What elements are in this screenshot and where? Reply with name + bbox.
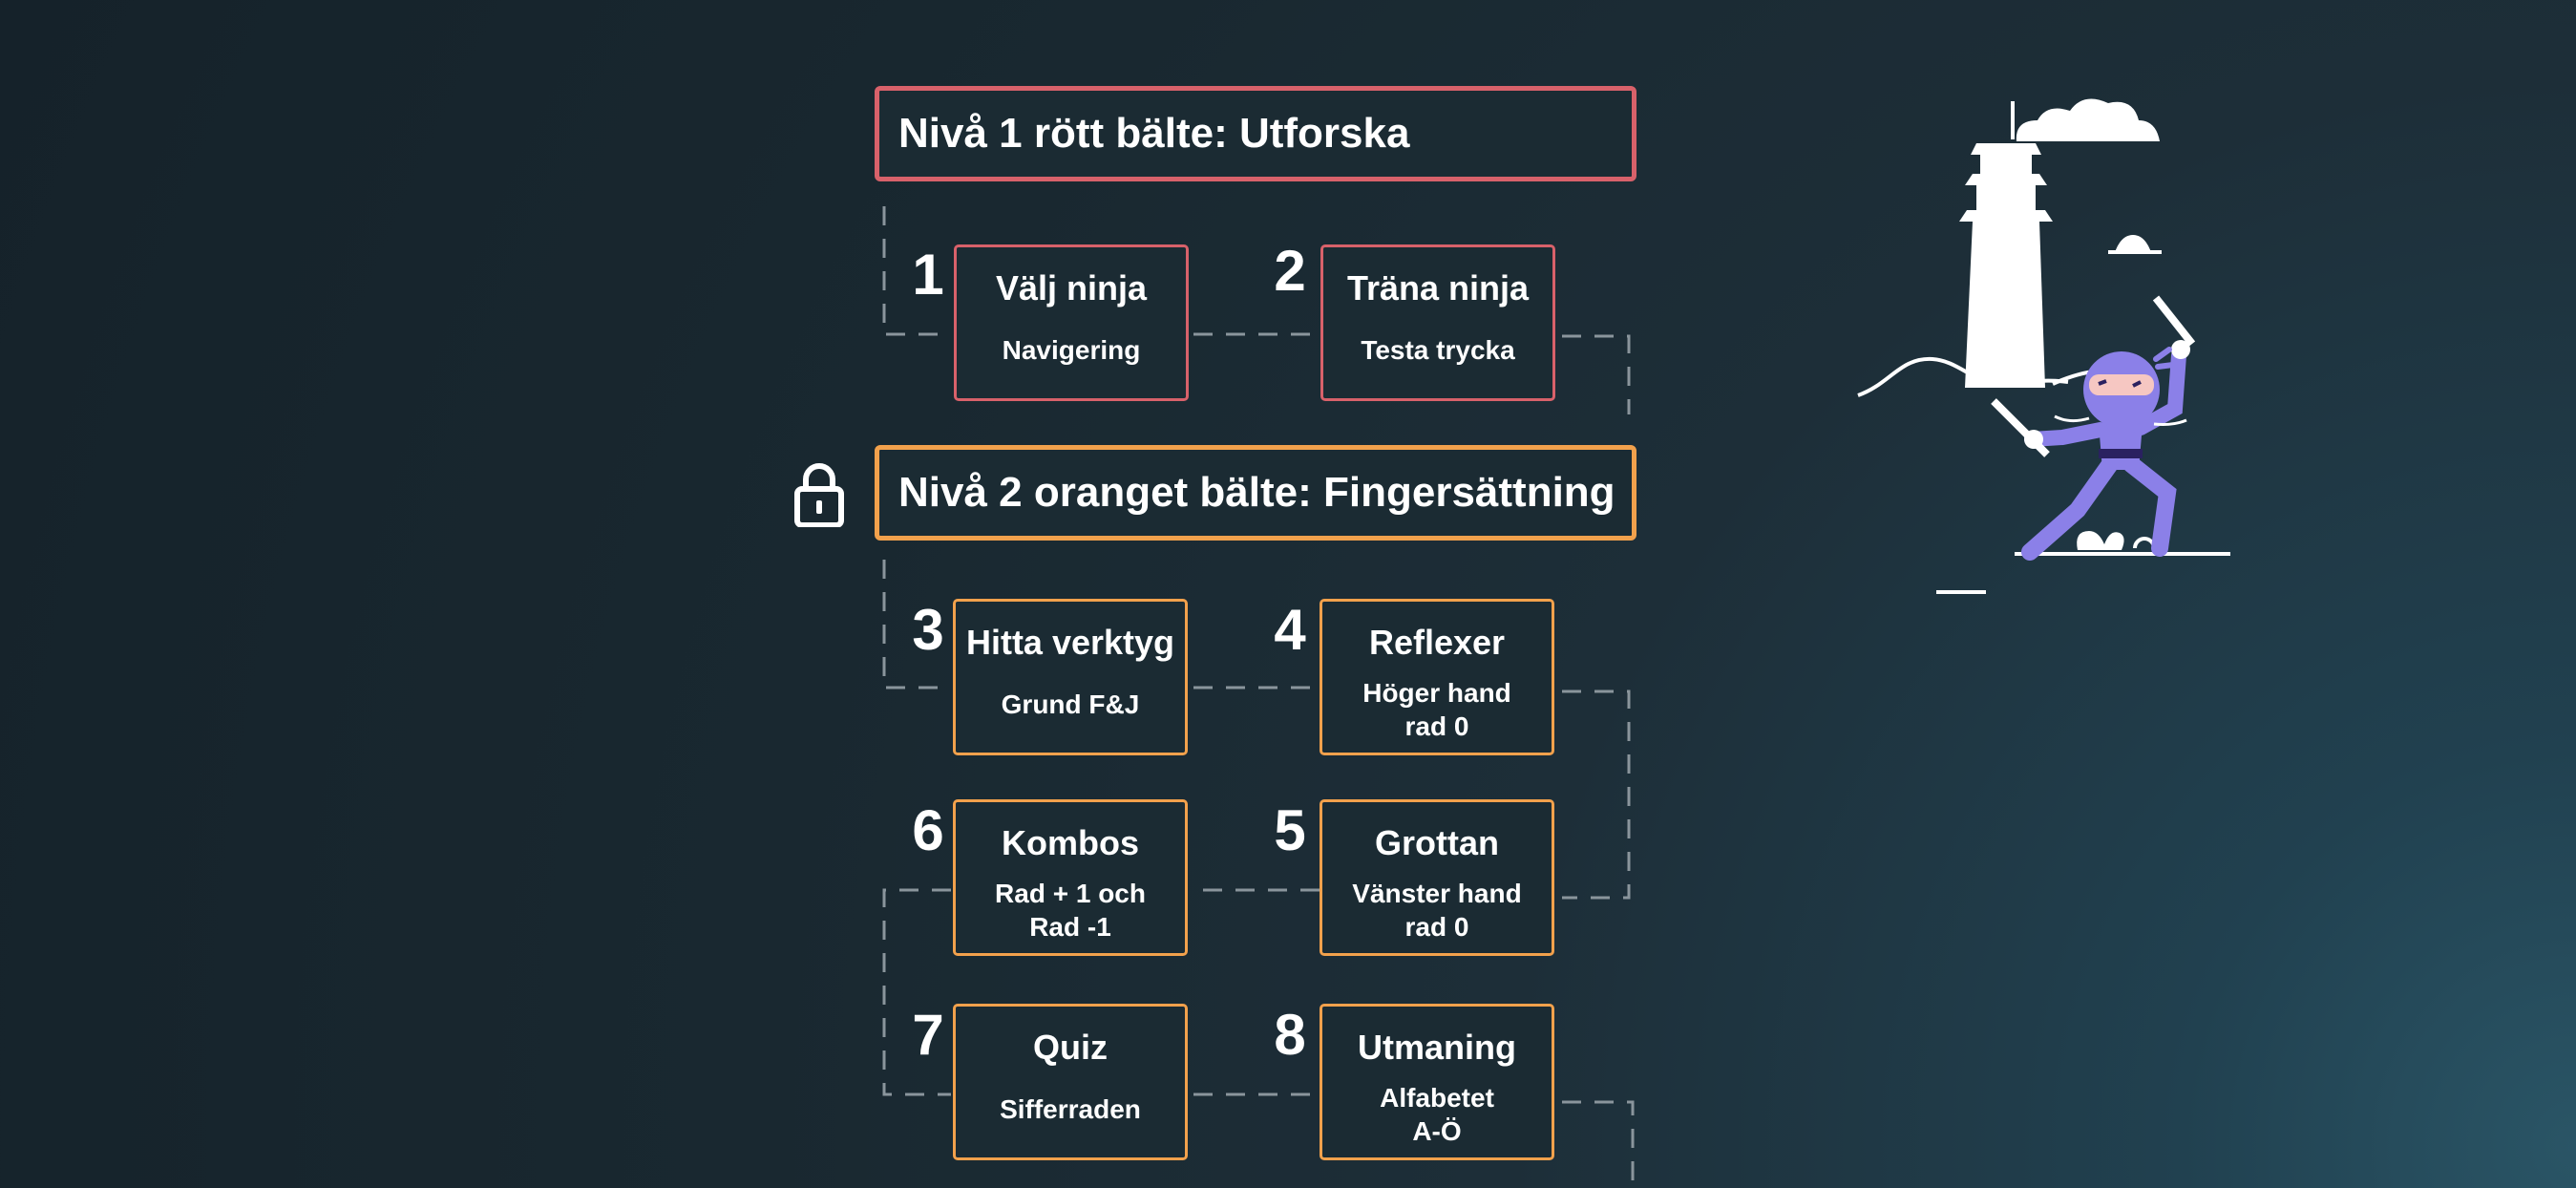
lesson-6-title: Kombos bbox=[1002, 823, 1139, 862]
lesson-4-number: 4 bbox=[1274, 598, 1306, 662]
lesson-5-subtitle: Vänster hand rad 0 bbox=[1352, 879, 1522, 942]
lesson-3-number: 3 bbox=[912, 598, 944, 662]
lesson-7-subtitle: Sifferraden bbox=[1000, 1094, 1141, 1124]
lesson-2-subtitle: Testa trycka bbox=[1361, 335, 1515, 365]
lesson-8-title: Utmaning bbox=[1358, 1028, 1516, 1067]
lesson-1-number: 1 bbox=[912, 243, 944, 307]
lesson-1-title: Välj ninja bbox=[995, 268, 1148, 308]
lesson-7-number: 7 bbox=[912, 1003, 944, 1067]
ninja-pagoda-illustration bbox=[1857, 98, 2230, 594]
lesson-4-subtitle: Höger hand rad 0 bbox=[1362, 678, 1511, 741]
lesson-card-4[interactable]: Reflexer Höger hand rad 0 bbox=[1320, 599, 1554, 755]
lesson-2-title: Träna ninja bbox=[1346, 268, 1530, 308]
lesson-2-number: 2 bbox=[1274, 239, 1306, 303]
lesson-card-6[interactable]: Kombos Rad + 1 och Rad -1 bbox=[953, 799, 1188, 956]
level-2-header: Nivå 2 oranget bälte: Fingersättning bbox=[875, 445, 1636, 541]
lesson-card-3[interactable]: Hitta verktyg Grund F&J bbox=[953, 599, 1188, 755]
lesson-card-2[interactable]: Träna ninja Testa trycka bbox=[1320, 244, 1555, 401]
level-2-title: Nivå 2 oranget bälte: Fingersättning bbox=[898, 469, 1615, 516]
lesson-card-8[interactable]: Utmaning Alfabetet A-Ö bbox=[1320, 1004, 1554, 1160]
lesson-1-subtitle: Navigering bbox=[1002, 335, 1141, 365]
lesson-card-1[interactable]: Välj ninja Navigering bbox=[954, 244, 1189, 401]
level-1-header: Nivå 1 rött bälte: Utforska bbox=[875, 86, 1636, 181]
lesson-6-number: 6 bbox=[912, 798, 944, 862]
lesson-8-subtitle: Alfabetet A-Ö bbox=[1380, 1083, 1494, 1146]
lesson-8-number: 8 bbox=[1274, 1003, 1306, 1067]
lesson-7-title: Quiz bbox=[1033, 1028, 1108, 1067]
lesson-3-subtitle: Grund F&J bbox=[1001, 689, 1140, 719]
level-1-title: Nivå 1 rött bälte: Utforska bbox=[898, 110, 1410, 157]
lesson-6-subtitle: Rad + 1 och Rad -1 bbox=[995, 879, 1146, 942]
lesson-5-number: 5 bbox=[1274, 798, 1306, 862]
lesson-card-7[interactable]: Quiz Sifferraden bbox=[953, 1004, 1188, 1160]
lesson-3-title: Hitta verktyg bbox=[965, 623, 1175, 662]
lesson-4-title: Reflexer bbox=[1368, 623, 1506, 662]
lock-icon bbox=[794, 463, 844, 527]
lesson-card-5[interactable]: Grottan Vänster hand rad 0 bbox=[1320, 799, 1554, 956]
lesson-5-title: Grottan bbox=[1375, 823, 1499, 862]
